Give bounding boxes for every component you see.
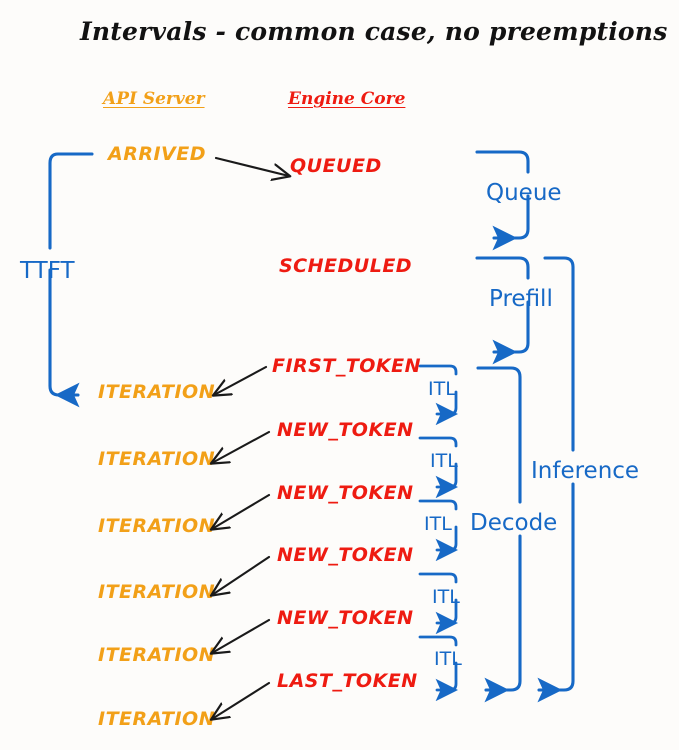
- arrow-last-token-to-iteration: [212, 681, 271, 719]
- event-queued: QUEUED: [290, 155, 382, 177]
- bracket-ttft-upper: [48, 152, 94, 250]
- arrow-arrived-to-queued: [214, 156, 289, 176]
- bracket-itl-2-upper: [418, 436, 458, 448]
- interval-label-itl-5: ITL: [434, 648, 462, 670]
- bracket-itl-4-upper: [418, 572, 458, 584]
- event-new-token-2: NEW_TOKEN: [277, 482, 414, 504]
- bracket-itl-3-upper: [418, 499, 458, 511]
- interval-label-inference: Inference: [531, 458, 640, 484]
- event-scheduled: SCHEDULED: [279, 255, 413, 277]
- event-new-token-4: NEW_TOKEN: [277, 607, 414, 629]
- bracket-decode-upper: [476, 366, 522, 504]
- interval-label-prefill: Prefill: [489, 286, 553, 312]
- event-new-token-1: NEW_TOKEN: [277, 419, 414, 441]
- arrow-new-token-to-iteration-2: [212, 493, 271, 529]
- arrow-new-token-to-iteration-3: [212, 555, 271, 595]
- event-first-token: FIRST_TOKEN: [272, 355, 422, 377]
- event-last-token: LAST_TOKEN: [277, 670, 418, 692]
- arrow-new-token-to-iteration-4: [212, 618, 271, 653]
- page-title: Intervals - common case, no preemptions: [80, 17, 668, 46]
- bracket-itl-5-upper: [418, 635, 458, 647]
- bracket-ttft-lower: [48, 268, 80, 408]
- event-iteration-3: ITERATION: [98, 515, 216, 537]
- column-header-api-server: API Server: [103, 89, 205, 109]
- interval-label-queue: Queue: [486, 180, 562, 206]
- bracket-decode-lower: [484, 534, 522, 703]
- interval-label-itl-1: ITL: [428, 378, 456, 400]
- bracket-prefill-upper: [475, 256, 530, 280]
- interval-label-decode: Decode: [470, 510, 558, 536]
- event-iteration-1: ITERATION: [98, 381, 216, 403]
- event-new-token-3: NEW_TOKEN: [277, 544, 414, 566]
- event-arrived: ARRIVED: [108, 143, 206, 165]
- event-iteration-2: ITERATION: [98, 448, 216, 470]
- interval-label-itl-3: ITL: [424, 513, 452, 535]
- interval-label-itl-4: ITL: [432, 586, 460, 608]
- column-header-engine-core: Engine Core: [288, 89, 406, 109]
- event-iteration-5: ITERATION: [98, 644, 216, 666]
- event-iteration-6: ITERATION: [98, 708, 216, 730]
- arrow-first-token-to-iteration: [214, 365, 268, 395]
- bracket-queue-upper: [475, 150, 530, 174]
- arrow-new-token-to-iteration-1: [212, 430, 271, 463]
- bracket-itl-1-upper: [418, 364, 458, 376]
- interval-label-ttft: TTFT: [20, 258, 75, 284]
- interval-label-itl-2: ITL: [430, 450, 458, 472]
- event-iteration-4: ITERATION: [98, 581, 216, 603]
